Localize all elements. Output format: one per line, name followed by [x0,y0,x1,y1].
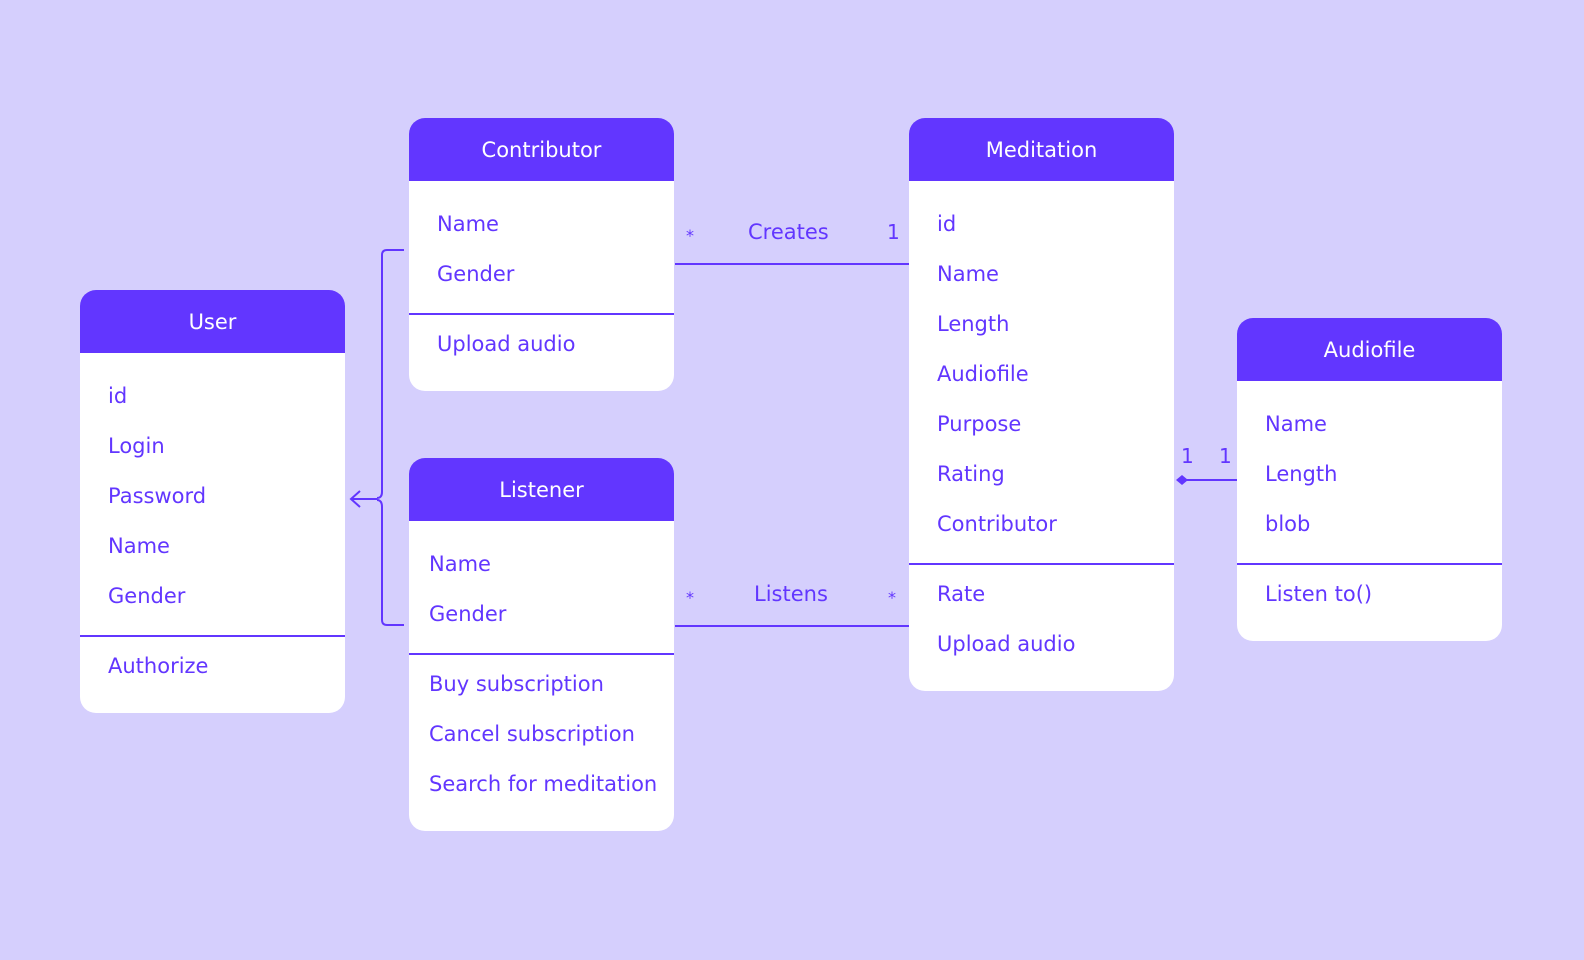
creates-target-multiplicity: 1 [887,220,900,244]
attribute: Name [429,552,491,576]
method: Upload audio [937,632,1076,656]
attribute: Gender [429,602,507,626]
class-header: Listener [409,458,674,521]
listens-source-multiplicity: * [686,588,694,607]
method: Listen to() [1265,582,1373,606]
generalization-line-listener [381,507,404,626]
attribute-list: Name Gender [409,181,674,313]
class-header: Audiofile [1237,318,1502,381]
class-header: User [80,290,345,353]
attribute-list: id Login Password Name Gender [80,353,345,635]
composition-target-multiplicity: 1 [1219,444,1232,468]
class-header: Contributor [409,118,674,181]
generalization-joint [376,491,383,508]
class-header: Meditation [909,118,1174,181]
listens-target-multiplicity: * [888,588,896,607]
attribute: id [937,212,957,236]
attribute: Audiofile [937,362,1029,386]
attribute: Purpose [937,412,1022,436]
class-meditation: Meditation id Name Length Audiofile Purp… [909,118,1174,691]
attribute: Password [108,484,207,508]
method: Rate [937,582,986,606]
method: Search for meditation [429,772,658,796]
composition-source-multiplicity: 1 [1181,444,1194,468]
attribute: Name [108,534,170,558]
method: Cancel subscription [429,722,635,746]
attribute-list: Name Gender [409,521,674,653]
method-list: Rate Upload audio [909,563,1174,691]
attribute: Length [1265,462,1338,486]
method-list: Authorize [80,635,345,713]
listens-label: Listens [754,582,828,606]
composition-diamond [1176,475,1188,485]
attribute: Rating [937,462,1005,486]
attribute: Gender [108,584,186,608]
class-contributor: Contributor Name Gender Upload audio [409,118,674,391]
attribute: Length [937,312,1010,336]
attribute: blob [1265,512,1311,536]
creates-label: Creates [748,220,829,244]
method-list: Upload audio [409,313,674,391]
method: Upload audio [437,332,576,356]
creates-source-multiplicity: * [686,226,694,245]
method: Buy subscription [429,672,604,696]
class-user: User id Login Password Name Gender Autho… [80,290,345,713]
attribute: Login [108,434,165,458]
attribute-list: Name Length blob [1237,381,1502,563]
method-list: Listen to() [1237,563,1502,641]
class-audiofile: Audiofile Name Length blob Listen to() [1237,318,1502,641]
generalization-arrowhead [349,490,361,508]
attribute: Name [937,262,999,286]
generalization-line-contributor [381,249,404,492]
attribute-list: id Name Length Audiofile Purpose Rating … [909,181,1174,563]
attribute: Gender [437,262,515,286]
attribute: Name [437,212,499,236]
class-listener: Listener Name Gender Buy subscription Ca… [409,458,674,831]
method: Authorize [108,654,209,678]
attribute: id [108,384,128,408]
attribute: Name [1265,412,1327,436]
method-list: Buy subscription Cancel subscription Sea… [409,653,674,831]
attribute: Contributor [937,512,1057,536]
